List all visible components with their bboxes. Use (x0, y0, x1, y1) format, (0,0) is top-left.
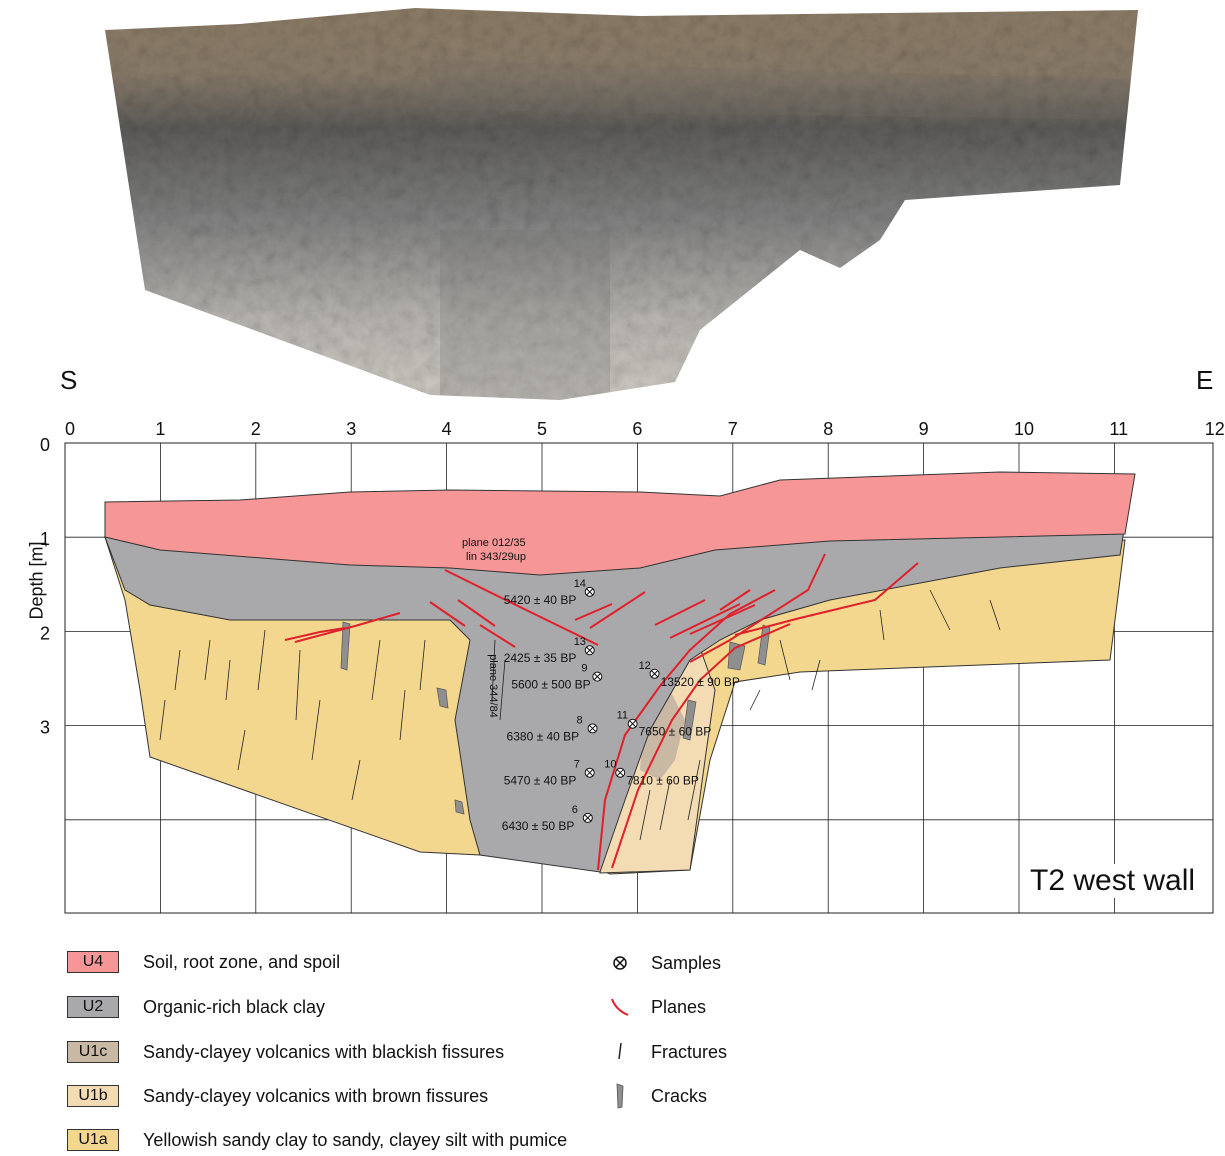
sample-age: 6380 ± 40 BP (507, 729, 580, 743)
legend-item-U1c: U1c Sandy-clayey volcanics with blackish… (67, 1041, 504, 1063)
x-tick-label: 4 (442, 419, 452, 439)
x-tick-label: 12 (1205, 419, 1225, 439)
sample-icon (605, 950, 635, 976)
y-tick-label: 3 (40, 718, 50, 738)
sample-id: 7 (574, 759, 580, 771)
sample-marker (593, 672, 602, 681)
sample-marker (616, 768, 625, 777)
sample-age: 7650 ± 60 BP (639, 725, 712, 739)
x-tick-label: 10 (1014, 419, 1034, 439)
legend-label-fractures: Fractures (651, 1042, 727, 1063)
sample-id: 6 (572, 804, 578, 816)
x-tick-label: 7 (728, 419, 738, 439)
sample-marker (588, 724, 597, 733)
sample-age: 13520 ± 90 BP (661, 675, 740, 689)
fracture-icon (605, 1039, 635, 1065)
legend-swatch-U1b: U1b (67, 1085, 119, 1107)
x-tick-label: 11 (1109, 419, 1128, 439)
x-tick-label: 2 (251, 419, 261, 439)
sample-marker (585, 646, 594, 655)
sample-id: 9 (581, 663, 587, 675)
annotation-plane-344: plane 344/84 (487, 641, 499, 731)
sample-marker (585, 587, 594, 596)
sample-id: 14 (574, 578, 586, 590)
legend-label-U2: Organic-rich black clay (143, 997, 325, 1018)
sample-id: 8 (577, 714, 583, 726)
legend-label-planes: Planes (651, 997, 706, 1018)
x-tick-label: 6 (632, 419, 642, 439)
x-tick-label: 8 (823, 419, 833, 439)
legend-swatch-U2: U2 (67, 996, 119, 1018)
legend-item-cracks: Cracks (605, 1083, 707, 1109)
sample-age: 7810 ± 60 BP (626, 774, 699, 788)
sample-age: 6430 ± 50 BP (502, 819, 575, 833)
legend-label-U1b: Sandy-clayey volcanics with brown fissur… (143, 1086, 488, 1107)
x-tick-label: 9 (919, 419, 929, 439)
legend-swatch-U4: U4 (67, 951, 119, 973)
sample-id: 10 (604, 759, 616, 771)
plane-icon (605, 994, 635, 1020)
legend-label-U1c: Sandy-clayey volcanics with blackish fis… (143, 1042, 504, 1063)
sample-id: 12 (639, 660, 651, 672)
wall-label: T2 west wall (1028, 864, 1197, 898)
legend-item-planes: Planes (605, 994, 706, 1020)
legend-item-samples: Samples (605, 950, 721, 976)
crack-icon (605, 1083, 635, 1109)
y-tick-label: 2 (40, 623, 50, 643)
x-tick-label: 1 (155, 419, 165, 439)
annotation-plane-012: plane 012/35 (462, 537, 526, 549)
legend-item-fractures: Fractures (605, 1039, 727, 1065)
legend-swatch-U1c: U1c (67, 1041, 119, 1063)
y-axis-label: Depth [m] (27, 536, 48, 626)
x-tick-label: 5 (537, 419, 547, 439)
sample-age: 5470 ± 40 BP (504, 774, 577, 788)
legend-swatch-U1a: U1a (67, 1129, 119, 1151)
sample-id: 11 (617, 710, 628, 722)
annotation-lin-343: lin 343/29up (466, 551, 526, 563)
sample-marker (585, 768, 594, 777)
legend-label-U1a: Yellowish sandy clay to sandy, clayey si… (143, 1130, 567, 1151)
legend-label-cracks: Cracks (651, 1086, 707, 1107)
sample-marker (628, 719, 637, 728)
sample-marker (650, 669, 659, 678)
stratigraphic-units (105, 472, 1135, 874)
legend-item-U1b: U1b Sandy-clayey volcanics with brown fi… (67, 1085, 488, 1107)
x-tick-label: 3 (346, 419, 356, 439)
sample-marker (583, 813, 592, 822)
legend-item-U2: U2 Organic-rich black clay (67, 996, 325, 1018)
sample-age: 5600 ± 500 BP (511, 678, 590, 692)
sample-age: 2425 ± 35 BP (504, 651, 577, 665)
legend-item-U4: U4 Soil, root zone, and spoil (67, 951, 340, 973)
sample-id: 13 (574, 636, 586, 648)
y-tick-label: 0 (40, 435, 50, 455)
sample-age: 5420 ± 40 BP (504, 593, 577, 607)
legend-label-samples: Samples (651, 953, 721, 974)
legend-item-U1a: U1a Yellowish sandy clay to sandy, claye… (67, 1129, 567, 1151)
legend-label-U4: Soil, root zone, and spoil (143, 952, 340, 973)
x-tick-label: 0 (65, 419, 75, 439)
